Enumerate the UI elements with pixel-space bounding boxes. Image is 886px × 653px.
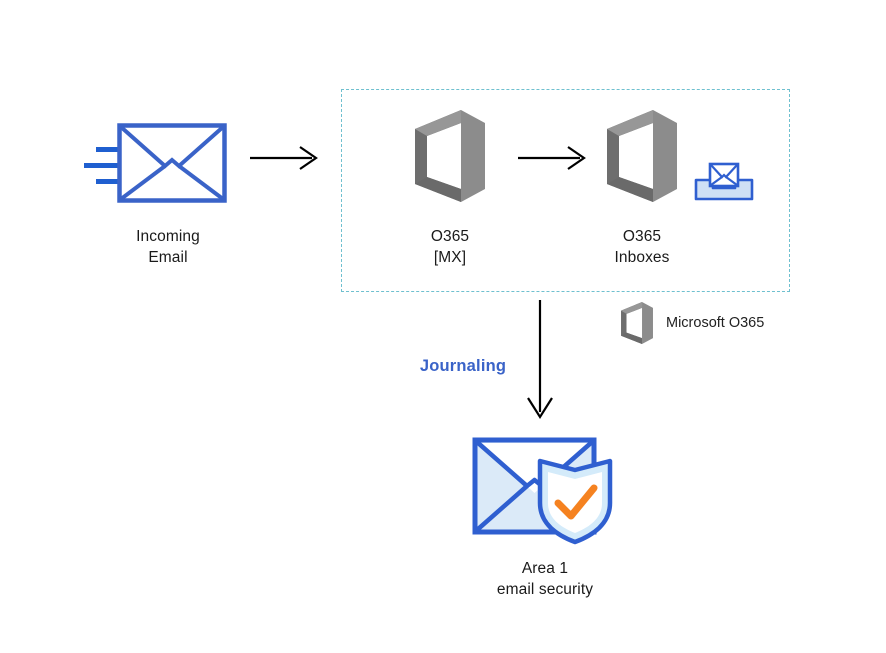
- motion-lines-icon: [78, 142, 124, 190]
- incoming-email-envelope-icon: [117, 123, 227, 203]
- o365-mx-label: O365 [MX]: [430, 228, 470, 266]
- o365-mx-office-icon: [409, 110, 491, 202]
- journaling-edge-label: Journaling: [419, 357, 507, 375]
- arrow-right-icon-mx-to-inboxes: [518, 145, 588, 171]
- incoming-email-label: Incoming Email: [136, 228, 200, 266]
- area1-shielded-envelope-icon: [472, 437, 632, 547]
- arrow-down-icon-journaling: [524, 300, 556, 420]
- o365-inboxes-label: O365 Inboxes: [614, 228, 670, 266]
- o365-inboxes-office-icon: [601, 110, 683, 202]
- arrow-right-icon-incoming-to-mx: [250, 145, 320, 171]
- o365-boundary-zone: [341, 89, 790, 292]
- legend-item-label-microsoft-o365: Microsoft O365: [666, 315, 765, 331]
- legend-office-365-icon: [618, 302, 656, 344]
- inbox-tray-icon: [694, 160, 754, 202]
- area1-label: Area 1 email security: [496, 560, 594, 598]
